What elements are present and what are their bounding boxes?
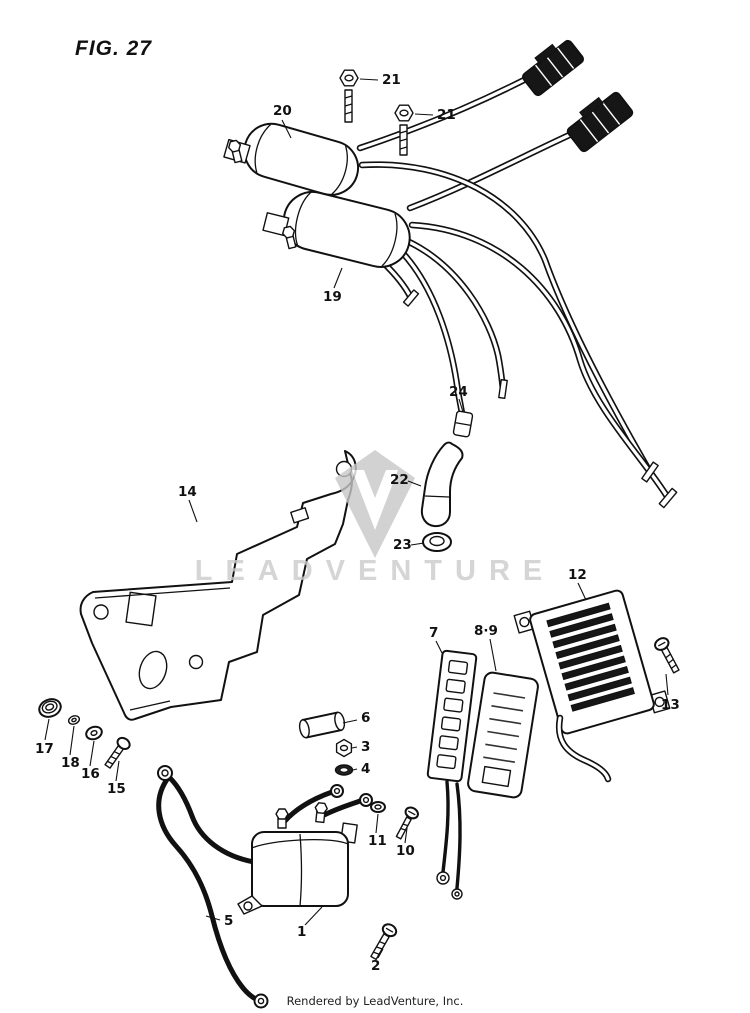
- solenoid-screw-lower: [370, 923, 398, 961]
- callout-3: 3: [361, 739, 370, 755]
- lock-washer: [334, 764, 354, 776]
- regulator-lead-wire: [555, 714, 612, 783]
- washer: [85, 725, 103, 741]
- hex-nut-lower: [394, 104, 414, 122]
- spark-plug-cap: [420, 441, 464, 528]
- callout-12: 12: [568, 567, 587, 583]
- figure-title: FIG. 27: [75, 37, 152, 60]
- footer-credit: Rendered by LeadVenture, Inc.: [287, 994, 464, 1008]
- starter-solenoid: [237, 784, 373, 915]
- harness-connector-lower: [566, 91, 634, 153]
- watermark: LEADVENTURE: [195, 450, 556, 587]
- solenoid-terminal-stud-right: [314, 802, 328, 824]
- harness-connector-upper: [521, 39, 585, 97]
- mounting-stud-lower: [399, 124, 408, 156]
- callout-13: 13: [661, 697, 680, 713]
- coil-lower-terminal-stud: [282, 225, 297, 250]
- terminal-spacer: [298, 711, 346, 739]
- callout-2: 2: [371, 958, 380, 974]
- fuse-box-leads: [436, 780, 463, 900]
- callout-labels: 21 21 20 19 24 22 23 14 12 13 7 8·9 6 3 …: [35, 72, 680, 974]
- callout-4: 4: [361, 761, 370, 777]
- callout-15: 15: [107, 781, 126, 797]
- callout-14: 14: [178, 484, 197, 500]
- solenoid-screw-upper: [395, 806, 419, 840]
- watermark-text: LEADVENTURE: [195, 555, 556, 587]
- terminal-joint: [452, 410, 474, 438]
- mounting-stud-upper: [344, 89, 353, 123]
- callout-24: 24: [449, 384, 468, 400]
- callout-8-9: 8·9: [474, 623, 498, 639]
- callout-10: 10: [396, 843, 415, 859]
- callout-18: 18: [61, 755, 80, 771]
- wire-terminal-tips: [402, 289, 678, 509]
- callout-22: 22: [390, 472, 409, 488]
- small-washer: [67, 715, 81, 725]
- harness-wires: [356, 74, 678, 509]
- grommet: [422, 532, 452, 552]
- regulator-rectifier: [513, 589, 671, 735]
- hex-nut-upper: [339, 69, 359, 87]
- callout-5: 5: [224, 913, 233, 929]
- callout-7: 7: [429, 625, 438, 641]
- callout-23: 23: [393, 537, 412, 553]
- callout-11: 11: [368, 833, 387, 849]
- ignition-coil-lower: [262, 190, 411, 268]
- callout-21-upper: 21: [382, 72, 401, 88]
- fuse-box-cover: [467, 671, 539, 799]
- callout-17: 17: [35, 741, 54, 757]
- fuse-box: [426, 649, 478, 783]
- regulator-screw: [654, 637, 680, 674]
- battery-cable: [156, 765, 269, 1009]
- callout-19: 19: [323, 289, 342, 305]
- solenoid-washer: [370, 801, 386, 813]
- callout-21-lower: 21: [437, 107, 456, 123]
- solenoid-terminal-stud-left: [275, 808, 289, 829]
- flange-nut: [38, 698, 62, 718]
- bracket-bolt: [104, 736, 131, 769]
- callout-20: 20: [273, 103, 292, 119]
- leader-lines: [44, 78, 669, 959]
- callout-6: 6: [361, 710, 370, 726]
- callout-1: 1: [297, 924, 306, 940]
- callout-16: 16: [81, 766, 100, 782]
- coil-upper-terminal-stud: [228, 139, 243, 164]
- terminal-nut: [335, 738, 353, 758]
